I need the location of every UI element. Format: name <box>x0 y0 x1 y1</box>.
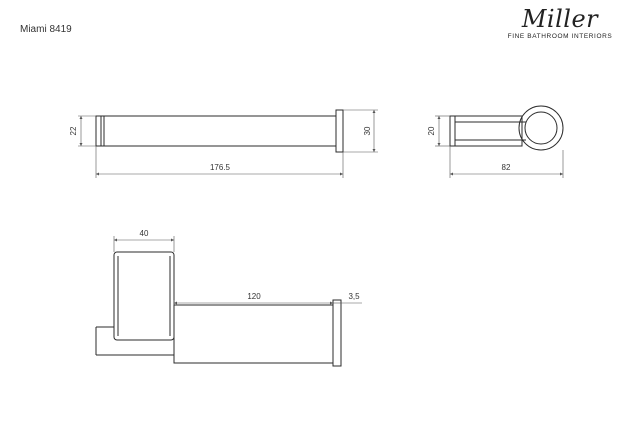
brand-logo-wordmark: Miller <box>521 5 599 33</box>
top-view-mount-block <box>113 251 175 341</box>
side-view-rosette-outer <box>518 105 564 151</box>
dim-label-30: 30 <box>363 126 372 135</box>
side-view-rosette-inner <box>524 111 558 145</box>
brand-tagline: FINE BATHROOM INTERIORS <box>507 33 613 40</box>
brand-logo: Miller FINE BATHROOM INTERIORS <box>500 6 620 40</box>
dim-label-22: 22 <box>69 126 78 135</box>
side-view-arm <box>449 115 523 147</box>
front-view: 22 30 176.5 <box>69 109 378 178</box>
dim-label-20: 20 <box>427 126 436 135</box>
dim-label-176-5: 176.5 <box>210 163 231 172</box>
front-view-wall-plate <box>335 109 344 153</box>
model-number: Miami 8419 <box>20 24 72 35</box>
side-view: 20 82 <box>427 105 564 178</box>
dim-label-120: 120 <box>247 292 261 301</box>
top-view-arm <box>173 304 334 364</box>
top-view: 40 120 3,5 <box>95 229 362 367</box>
top-view-end-plate <box>332 299 342 367</box>
dim-label-40: 40 <box>140 229 149 238</box>
front-view-body <box>95 115 337 147</box>
dim-label-3-5: 3,5 <box>348 292 360 301</box>
dim-label-82: 82 <box>502 163 511 172</box>
